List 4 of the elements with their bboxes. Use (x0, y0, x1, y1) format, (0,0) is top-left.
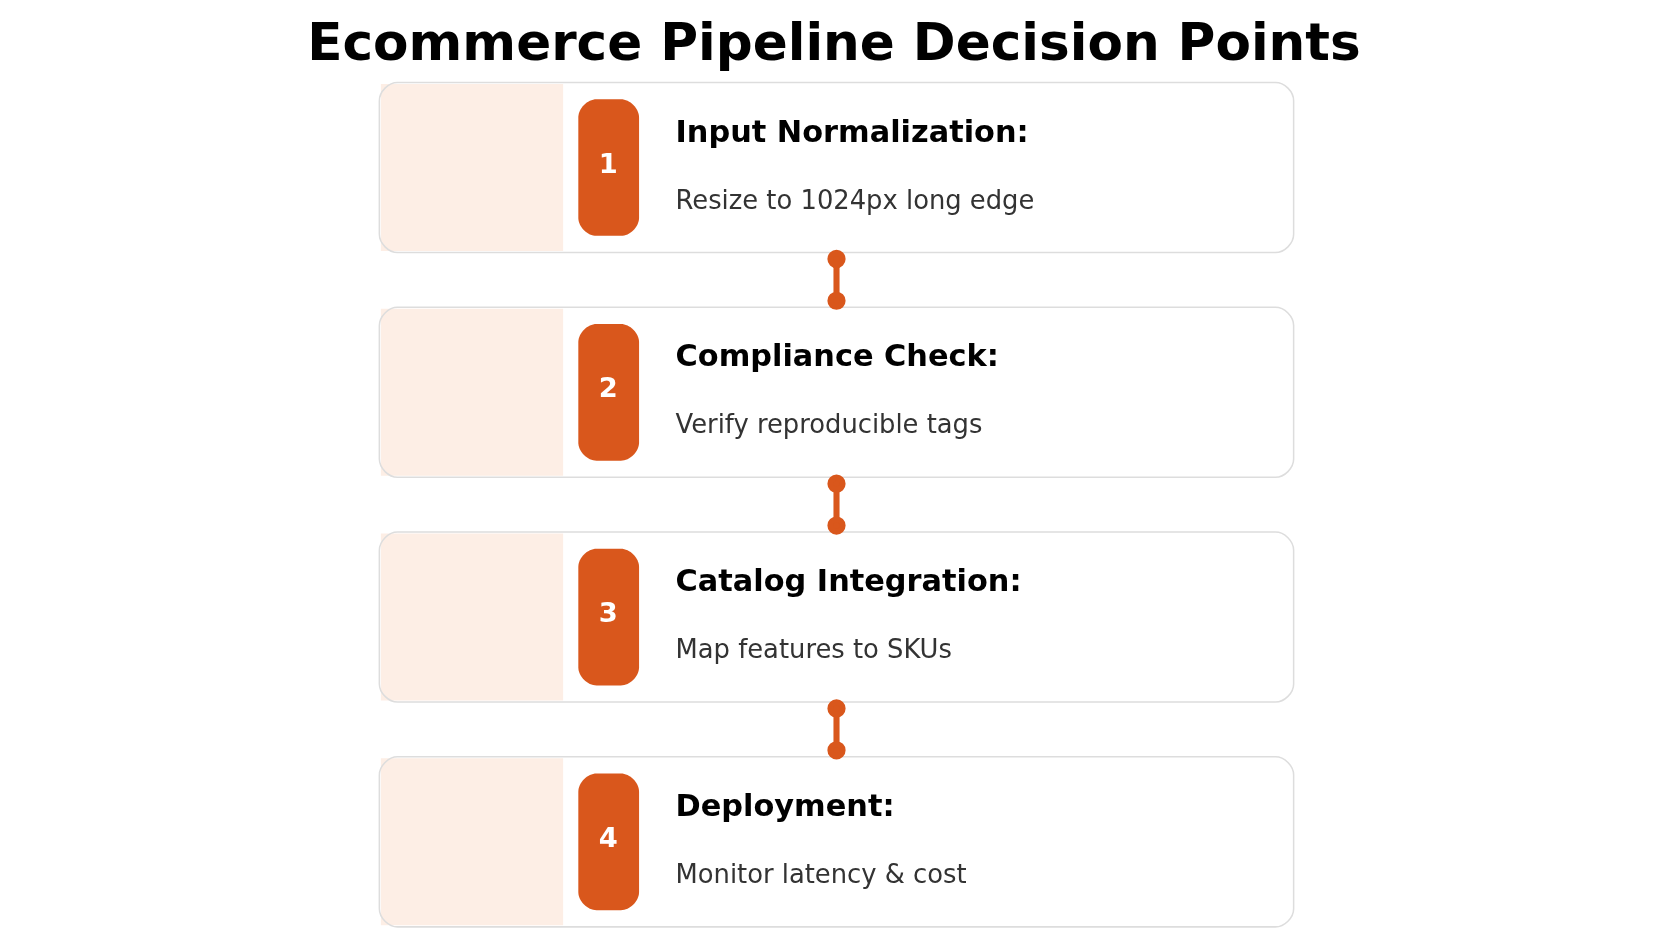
diagram-title: Ecommerce Pipeline Decision Points (306, 11, 1361, 72)
connector (826, 474, 846, 535)
connector (826, 249, 846, 310)
connector (826, 699, 846, 760)
